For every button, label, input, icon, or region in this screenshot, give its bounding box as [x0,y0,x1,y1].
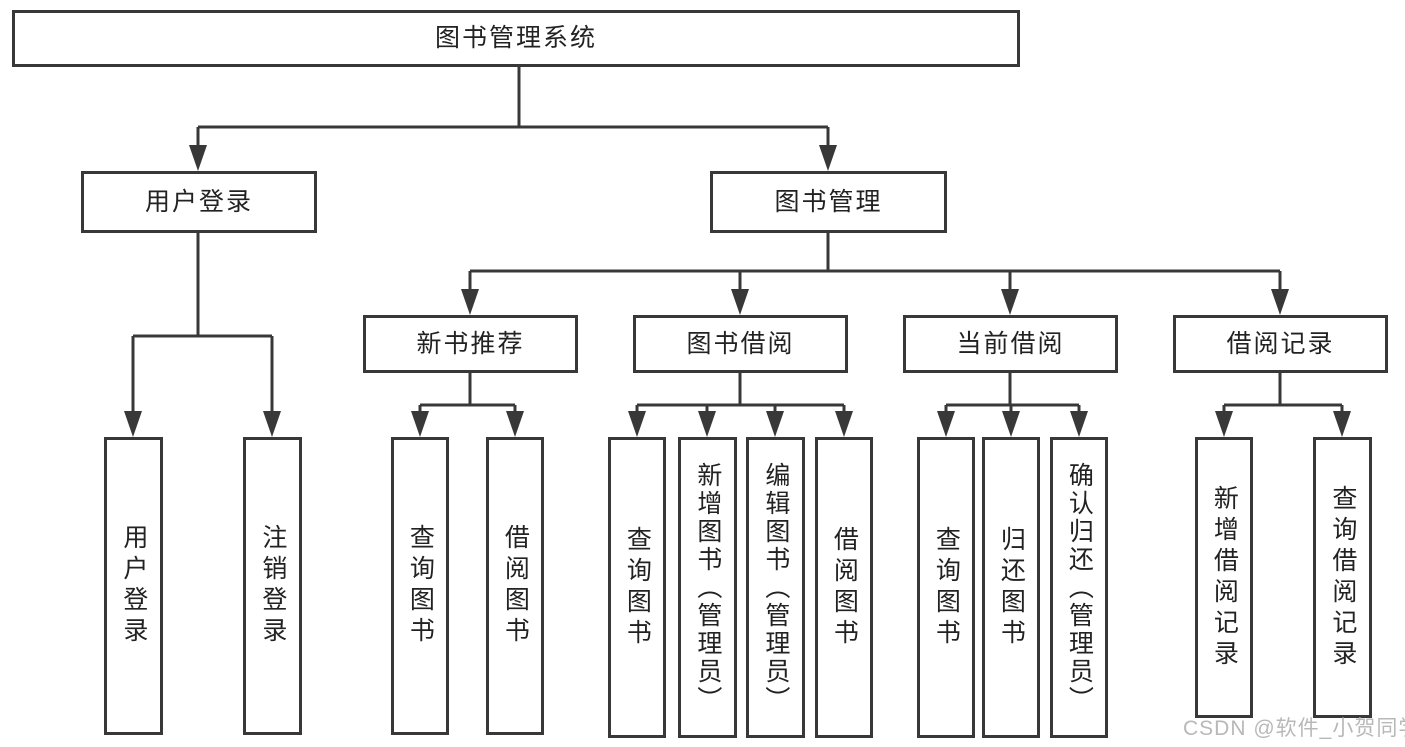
connectors [131,67,1344,414]
leaf-user-login: 用户登录 [104,437,163,735]
leaf-logout: 注销登录 [243,437,302,735]
node-new-book-recommend: 新书推荐 [363,315,578,373]
leaf-edit-book-admin: 编辑图书（管理员） [746,437,805,738]
leaf-return-books: 归还图书 [982,437,1040,738]
leaf-query-books-borrow: 查询图书 [608,437,666,738]
leaf-add-book-admin: 新增图书（管理员） [678,437,737,738]
node-user-login: 用户登录 [81,171,317,233]
arrowheads [124,145,1351,437]
node-borrow-records: 借阅记录 [1173,315,1388,373]
leaf-add-borrow-record: 新增借阅记录 [1195,437,1253,718]
node-book-borrow: 图书借阅 [633,315,848,373]
leaf-query-books-recommend: 查询图书 [391,437,449,735]
leaf-confirm-return-admin: 确认归还（管理员） [1050,437,1108,738]
leaf-query-borrow-record: 查询借阅记录 [1313,437,1372,718]
node-root: 图书管理系统 [12,10,1020,67]
node-current-borrow: 当前借阅 [903,315,1118,373]
leaf-query-books-current: 查询图书 [917,437,975,738]
node-book-mgmt: 图书管理 [710,171,947,233]
leaf-borrow-books: 借阅图书 [815,437,873,738]
watermark: CSDN @软件_小贺同学 [1183,717,1405,740]
leaf-borrow-books-recommend: 借阅图书 [486,437,544,735]
